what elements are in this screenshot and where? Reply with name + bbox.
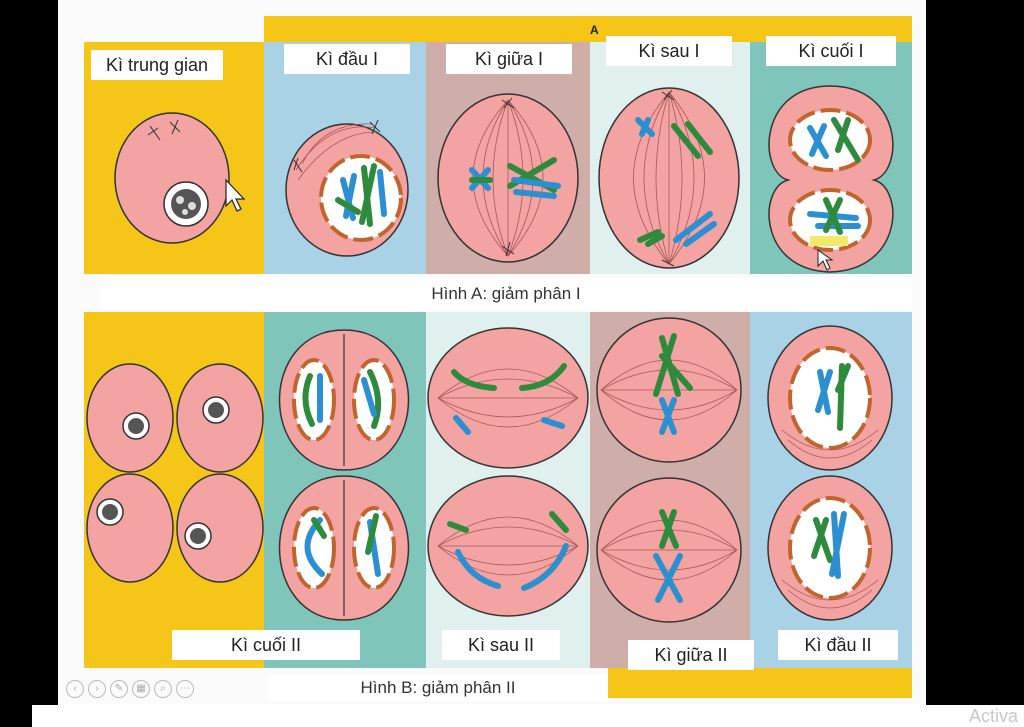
cell-anaphase2-bottom bbox=[427, 475, 589, 617]
cell-interphase bbox=[114, 112, 230, 244]
grid-icon[interactable]: ▦ bbox=[132, 680, 150, 698]
more-icon[interactable]: ⋯ bbox=[176, 680, 194, 698]
cell-prophase2-top bbox=[767, 325, 893, 471]
cell-telophase2-top bbox=[278, 329, 410, 471]
label-telophase2: Kì cuối II bbox=[172, 630, 360, 660]
label-prophase1: Kì đầu I bbox=[284, 44, 410, 74]
caption-a: Hình A: giảm phân I bbox=[100, 278, 912, 310]
label-metaphase1: Kì giữa I bbox=[446, 44, 572, 74]
top-marker: A bbox=[590, 23, 599, 37]
cell-metaphase2-top bbox=[596, 317, 742, 463]
cell-anaphase2-top bbox=[427, 327, 589, 469]
cell-metaphase1 bbox=[437, 93, 579, 263]
pen-icon[interactable]: ✎ bbox=[110, 680, 128, 698]
cell-telophase1 bbox=[768, 85, 894, 273]
cell-anaphase1 bbox=[598, 87, 740, 269]
cells-telophase2-quad bbox=[86, 363, 264, 583]
cell-prophase2-bottom bbox=[767, 475, 893, 621]
caption-b: Hình B: giảm phân II bbox=[268, 674, 608, 702]
label-anaphase1: Kì sau I bbox=[606, 36, 732, 66]
label-telophase1: Kì cuối I bbox=[766, 36, 896, 66]
cell-prophase1 bbox=[285, 119, 409, 257]
meiosis-diagram: A bbox=[84, 16, 912, 698]
label-interphase: Kì trung gian bbox=[91, 50, 223, 80]
cell-telophase2-bottom bbox=[278, 475, 410, 621]
next-slide-icon[interactable]: › bbox=[88, 680, 106, 698]
activation-watermark: Activa bbox=[968, 706, 1018, 726]
zoom-icon[interactable]: ⌕ bbox=[154, 680, 172, 698]
slide-canvas: A Kì trung gian Kì đầu I Kì giữa I Kì sa… bbox=[58, 0, 926, 705]
cursor-icon bbox=[225, 178, 246, 212]
label-metaphase2: Kì giữa II bbox=[628, 640, 754, 670]
cell-metaphase2-bottom bbox=[596, 477, 742, 623]
taskbar-strip: Activa bbox=[32, 705, 1024, 727]
label-anaphase2: Kì sau II bbox=[442, 630, 560, 660]
prev-slide-icon[interactable]: ‹ bbox=[66, 680, 84, 698]
label-prophase2: Kì đầu II bbox=[778, 630, 898, 660]
